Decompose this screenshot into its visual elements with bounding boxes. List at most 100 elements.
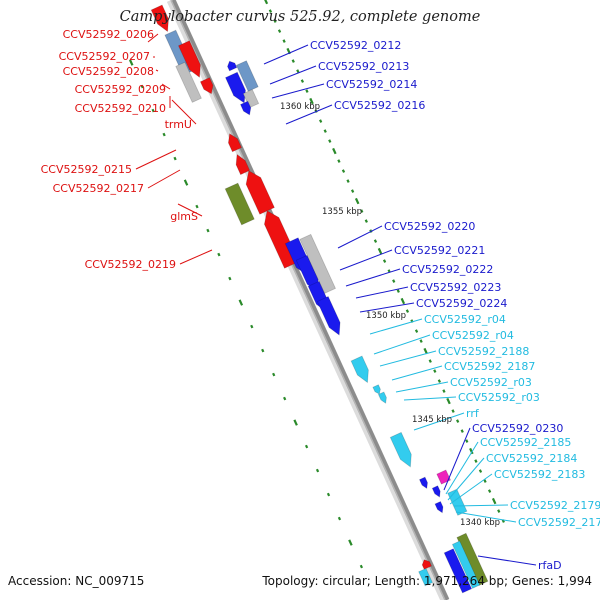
ruler-tick — [460, 429, 464, 433]
ruler-tick — [359, 564, 364, 569]
cds-ccv52592-0208 — [177, 40, 201, 79]
gene-label-right: CCV52592_r04 — [424, 313, 506, 326]
gene-label-left: trmU — [165, 118, 192, 131]
kbp-label: 1350 kbp — [366, 311, 406, 321]
ruler-tick — [414, 329, 419, 333]
ruler-tick — [478, 469, 483, 473]
leader-line-right — [477, 555, 537, 566]
leader-line-right — [379, 350, 437, 367]
ruler-tick — [456, 419, 460, 423]
gene-label-left: CCV52592_0210 — [75, 102, 166, 115]
ruler-tick — [162, 132, 166, 137]
rna-ccv52592-r04 — [350, 355, 369, 384]
gene-label-right: CCV52592_0223 — [410, 281, 501, 294]
rna-rfad-cyan — [418, 567, 433, 587]
misc-magenta — [436, 469, 452, 485]
ruler-tick — [217, 252, 221, 257]
ruler-tick — [474, 459, 478, 463]
pseudo-ccv52592-0221b — [299, 233, 337, 294]
leader-line-left — [155, 69, 159, 72]
leader-line-left — [147, 33, 159, 43]
gene-label-right: CCV52592_0216 — [334, 99, 425, 112]
ruler-tick — [354, 197, 360, 205]
ruler-tick — [238, 299, 244, 306]
ruler-ticks — [128, 0, 505, 569]
gene-label-right: CCV52592_0222 — [402, 263, 493, 276]
gene-label-left: CCV52592_0206 — [63, 28, 154, 41]
gene-label-right: CCV52592_0213 — [318, 60, 409, 73]
leader-line-right — [269, 65, 317, 85]
ruler-tick — [319, 119, 323, 123]
gene-label-left: CCV52592_0219 — [85, 258, 176, 271]
rna-ccv52592-2188 — [389, 431, 412, 468]
genome-backbone — [166, 0, 450, 600]
ruler-tick — [291, 59, 295, 63]
leader-line-right — [369, 318, 423, 335]
gene-features — [150, 4, 489, 594]
ruler-tick — [442, 389, 446, 393]
cds-ccv52592-0209 — [199, 77, 214, 95]
ruler-tick — [272, 372, 276, 377]
ruler-tick — [360, 209, 364, 213]
ruler-tick — [405, 309, 410, 313]
ruler-tick — [483, 479, 487, 483]
ruler-tick — [433, 369, 437, 373]
ruler-tick — [419, 339, 423, 343]
cds-ccv52592-0223 — [316, 295, 341, 336]
ruler-tick — [250, 324, 254, 329]
leader-line-right — [449, 473, 493, 505]
ruler-tick — [206, 228, 210, 233]
kbp-label: 1345 kbp — [412, 415, 452, 425]
leader-line-right — [337, 225, 383, 249]
ruler-tick — [309, 97, 314, 105]
ruler-tick — [348, 539, 353, 546]
gene-label-right: CCV52592_0220 — [384, 220, 475, 233]
ruler-tick — [277, 29, 282, 33]
ruler-tick — [437, 379, 442, 383]
ruler-tick — [446, 397, 451, 405]
ruler-tick — [346, 179, 350, 183]
leader-line-right — [373, 334, 431, 355]
gene-label-left: CCV52592_0215 — [41, 163, 132, 176]
kbp-label: 1340 kbp — [460, 518, 500, 528]
ruler-tick — [423, 347, 428, 355]
ruler-tick — [392, 279, 396, 283]
leader-line-right — [391, 365, 443, 381]
ruler-tick — [487, 489, 492, 493]
leader-line-right — [263, 44, 309, 65]
leader-line-right — [285, 104, 333, 125]
ruler-tick — [497, 509, 501, 513]
leader-line-left — [171, 99, 197, 125]
gene-label-right: CCV52592_0230 — [472, 422, 563, 435]
ruler-tick — [428, 359, 432, 363]
label-leader-lines — [135, 33, 537, 566]
accession-text: Accession: NC_009715 — [8, 574, 145, 588]
ruler-tick — [195, 204, 199, 209]
cds-rfad-red — [421, 559, 433, 570]
gene-label-right: CCV52592_2187 — [444, 360, 535, 373]
cds-ccv52592-0215 — [227, 133, 243, 153]
leader-line-right — [271, 83, 325, 99]
ruler-tick — [268, 9, 273, 13]
ruler-tick — [491, 497, 497, 505]
leader-line-right — [443, 427, 471, 491]
ruler-tick — [264, 0, 269, 5]
ruler-tick — [293, 419, 298, 426]
ruler-tick — [377, 247, 383, 255]
cds-rfad — [443, 548, 473, 594]
cds-ccv52592-0217 — [235, 153, 251, 176]
olive-glms-domain — [224, 182, 255, 226]
gene-label-left: CCV52592_0217 — [53, 182, 144, 195]
ruler-tick — [350, 189, 355, 193]
ruler-tick — [304, 444, 309, 449]
gene-label-right: CCV52592_0212 — [310, 39, 401, 52]
rna-ccv52592-2184 — [447, 488, 468, 516]
leader-line-left — [161, 83, 171, 90]
cds-ccv52592-0212 — [227, 60, 238, 72]
gene-label-left: CCV52592_0207 — [59, 50, 150, 63]
ruler-tick — [282, 39, 286, 43]
gene-label-right: CCV52592_2185 — [480, 436, 571, 449]
ruler-tick — [364, 219, 368, 223]
ruler-tick — [337, 159, 341, 163]
